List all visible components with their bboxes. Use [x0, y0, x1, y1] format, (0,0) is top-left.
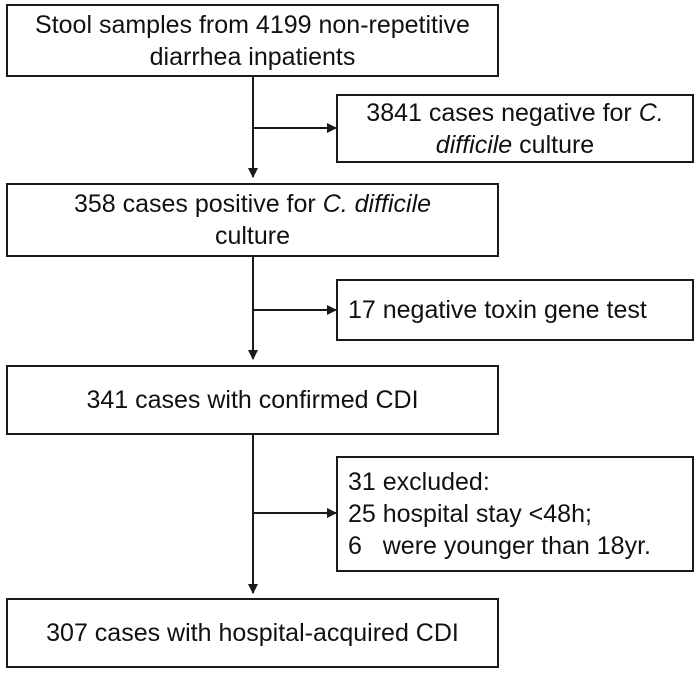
box-positive-culture-line2: culture — [214, 222, 291, 250]
box-confirmed-cdi-line1: 341 cases with confirmed CDI — [86, 386, 419, 414]
box-confirmed-cdi: 341 cases with confirmed CDI — [6, 365, 499, 435]
box-hospital-acquired-line1: 307 cases with hospital-acquired CDI — [46, 619, 459, 647]
box-negative-toxin: 17 negative toxin gene test — [336, 279, 694, 341]
negative-culture-text: 3841 cases negative for — [366, 98, 639, 127]
box-stool-samples-line1: Stool samples from 4199 non-repetitive — [35, 10, 470, 39]
negative-culture-suffix: culture — [512, 130, 595, 159]
box-hospital-acquired: 307 cases with hospital-acquired CDI — [6, 598, 499, 668]
box-negative-culture-line2: difficile culture — [436, 129, 594, 161]
box-stool-samples: Stool samples from 4199 non-repetitive d… — [6, 4, 499, 77]
box-excluded-line2: 25 hospital stay <48h; — [348, 500, 592, 528]
positive-culture-text: 358 cases positive for — [73, 190, 323, 218]
box-positive-culture-line1: 358 cases positive for C. difficile — [74, 188, 431, 220]
box-negative-culture: 3841 cases negative for C. difficile cul… — [336, 94, 694, 163]
box-excluded-line3: 6 were younger than 18yr. — [348, 532, 651, 560]
positive-culture-organism: C. difficile — [322, 190, 432, 218]
box-excluded: 31 excluded: 25 hospital stay <48h; 6 we… — [336, 456, 694, 572]
negative-culture-organism-2: difficile — [435, 130, 513, 159]
box-positive-culture: 358 cases positive for C. difficile cult… — [6, 183, 499, 257]
box-stool-samples-line2: diarrhea inpatients — [149, 42, 356, 71]
box-excluded-line1: 31 excluded: — [348, 468, 490, 496]
box-negative-culture-line1: 3841 cases negative for C. — [366, 97, 663, 129]
box-negative-toxin-line1: 17 negative toxin gene test — [348, 296, 647, 324]
negative-culture-organism: C. — [638, 98, 664, 127]
